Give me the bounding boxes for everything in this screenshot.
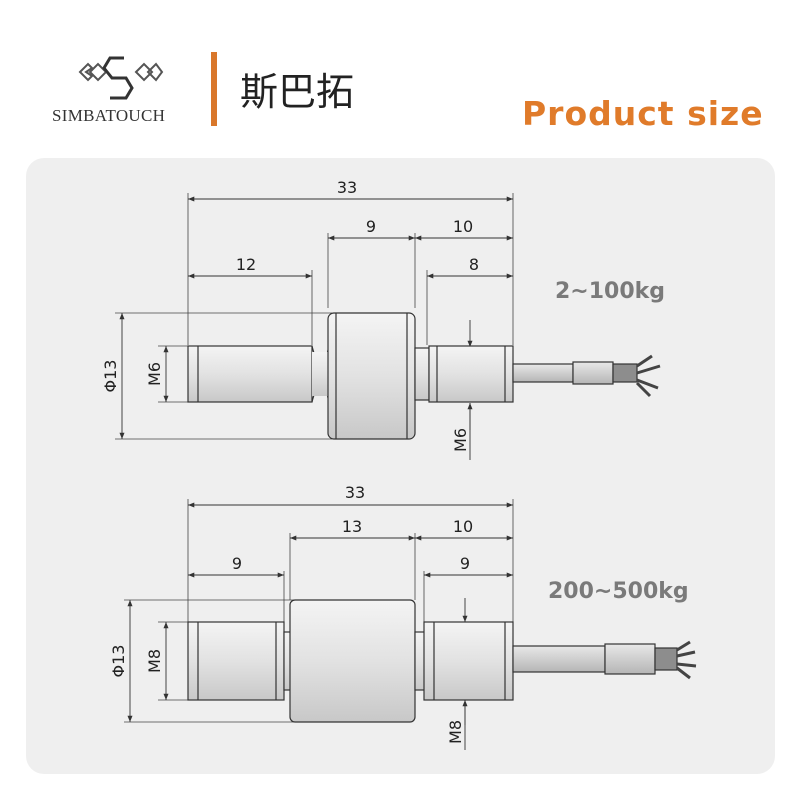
- chinese-title: 斯巴拓: [240, 70, 355, 114]
- dim-right-thread-1: 8: [469, 255, 479, 274]
- dim-right-m-2: M8: [446, 720, 465, 744]
- range-label-2: 200~500kg: [548, 579, 689, 604]
- dim-left-thread-2: 9: [232, 554, 242, 573]
- dim-right-1: 10: [453, 217, 473, 236]
- dim-right-2: 10: [453, 517, 473, 536]
- dim-diameter-1: Φ13: [101, 360, 120, 393]
- dim-right-thread-2: 9: [460, 554, 470, 573]
- dim-total-1: 33: [337, 178, 357, 197]
- brand-name: SIMBATOUCH: [52, 106, 166, 125]
- dim-left-m-2: M8: [145, 649, 164, 673]
- dim-diameter-2: Φ13: [109, 645, 128, 678]
- range-label-1: 2~100kg: [555, 279, 665, 304]
- dim-body-1: 9: [366, 217, 376, 236]
- page-title: Product size: [522, 94, 764, 133]
- dim-left-thread-1: 12: [236, 255, 256, 274]
- header: SIMBATOUCH 斯巴拓 Product size: [0, 0, 800, 155]
- drawing-2: 33 13 10 9 9 Φ13 M8 M8 200~500kg: [109, 483, 697, 750]
- dim-body-2: 13: [342, 517, 362, 536]
- drawing-1: 33 9 10 12 8 Φ13 M6 M6 2~100kg: [101, 178, 665, 460]
- simbatouch-logo-icon: [78, 56, 164, 100]
- dim-total-2: 33: [345, 483, 365, 502]
- dim-left-m-1: M6: [145, 362, 164, 386]
- dim-right-m-1: M6: [451, 428, 470, 452]
- header-divider: [211, 52, 217, 126]
